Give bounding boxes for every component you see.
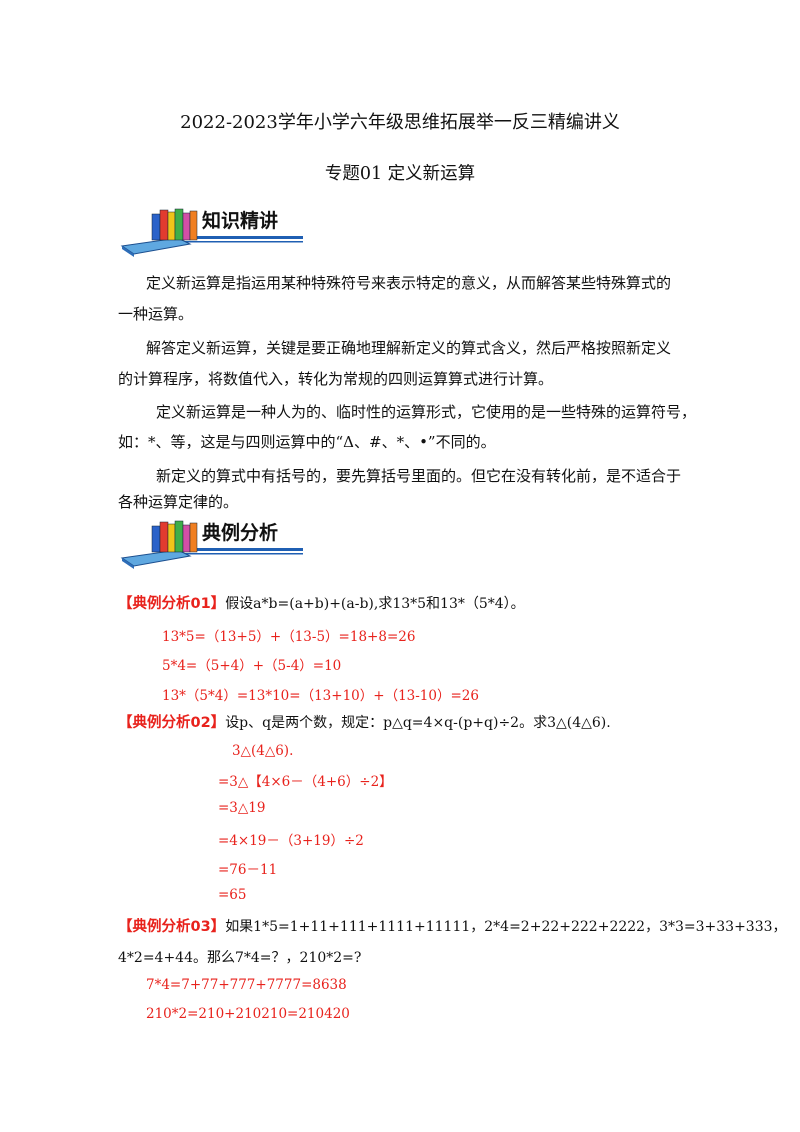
answer-step: 210*2=210+210210=210420 [146, 1006, 350, 1022]
answer-step: 7*4=7+77+777+7777=8638 [146, 977, 347, 993]
paragraph-line: 解答定义新运算，关键是要正确地理解新定义的算式含义，然后严格按照新定义 [146, 339, 672, 357]
answer-step: 13*5=（13+5）+（13-5）=18+8=26 [162, 629, 416, 645]
example-label: 【典例分析03】 [118, 919, 226, 935]
paragraph-line: 各种运算定律的。 [118, 493, 239, 511]
answer-step: =65 [218, 887, 247, 903]
paragraph-line: 新定义的算式中有括号的，要先算括号里面的。但它在没有转化前，是不适合于 [156, 467, 682, 485]
example-question: 假设a*b=(a+b)+(a-b),求13*5和13*（5*4）。 [225, 596, 525, 612]
example-label: 【典例分析02】 [118, 715, 226, 731]
section-title: 知识精讲 [202, 210, 279, 232]
example-label: 【典例分析01】 [118, 596, 226, 612]
answer-step: 5*4=（5+4）+（5-4）=10 [162, 658, 342, 674]
example-2: 【典例分析02】设p、q是两个数，规定：p△q=4×q-(p+q)÷2。求3△(… [118, 711, 611, 732]
paragraph-line: 定义新运算是一种人为的、临时性的运算形式，它使用的是一些特殊的运算符号， [156, 403, 697, 421]
paragraph-line: 一种运算。 [118, 305, 194, 323]
answer-step: =76－11 [218, 862, 278, 878]
example-1: 【典例分析01】假设a*b=(a+b)+(a-b),求13*5和13*（5*4）… [118, 592, 525, 613]
books-icon [120, 520, 303, 569]
example-question: 设p、q是两个数，规定：p△q=4×q-(p+q)÷2。求3△(4△6). [225, 715, 611, 731]
page-subtitle: 专题01 定义新运算 [324, 164, 476, 184]
example-question: 如果1*5=1+11+111+1111+11111，2*4=2+22+222+2… [225, 919, 787, 935]
example-question-cont: 4*2=4+44。那么7*4=？，210*2=? [118, 950, 362, 966]
answer-step: 13*（5*4）=13*10=（13+10）+（13-10）=26 [162, 688, 479, 704]
page-title: 2022-2023学年小学六年级思维拓展举一反三精编讲义 [180, 112, 620, 133]
books-icon [120, 208, 303, 257]
example-3: 【典例分析03】如果1*5=1+11+111+1111+11111，2*4=2+… [118, 915, 787, 936]
section-banner-knowledge: 知识精讲 [118, 200, 303, 258]
section-title: 典例分析 [202, 522, 279, 544]
section-banner-examples: 典例分析 [118, 512, 303, 570]
paragraph-line: 如：*、等，这是与四则运算中的“Δ、#、*、•”不同的。 [118, 433, 496, 451]
paragraph-line: 定义新运算是指运用某种特殊符号来表示特定的意义，从而解答某些特殊算式的 [146, 274, 672, 292]
answer-step: =3△19 [218, 800, 266, 816]
answer-step: 3△(4△6). [232, 743, 294, 759]
paragraph-line: 的计算程序，将数值代入，转化为常规的四则运算算式进行计算。 [118, 370, 554, 388]
answer-step: =4×19－（3+19）÷2 [218, 833, 364, 849]
answer-step: =3△【4×6－（4+6）÷2】 [218, 774, 393, 790]
